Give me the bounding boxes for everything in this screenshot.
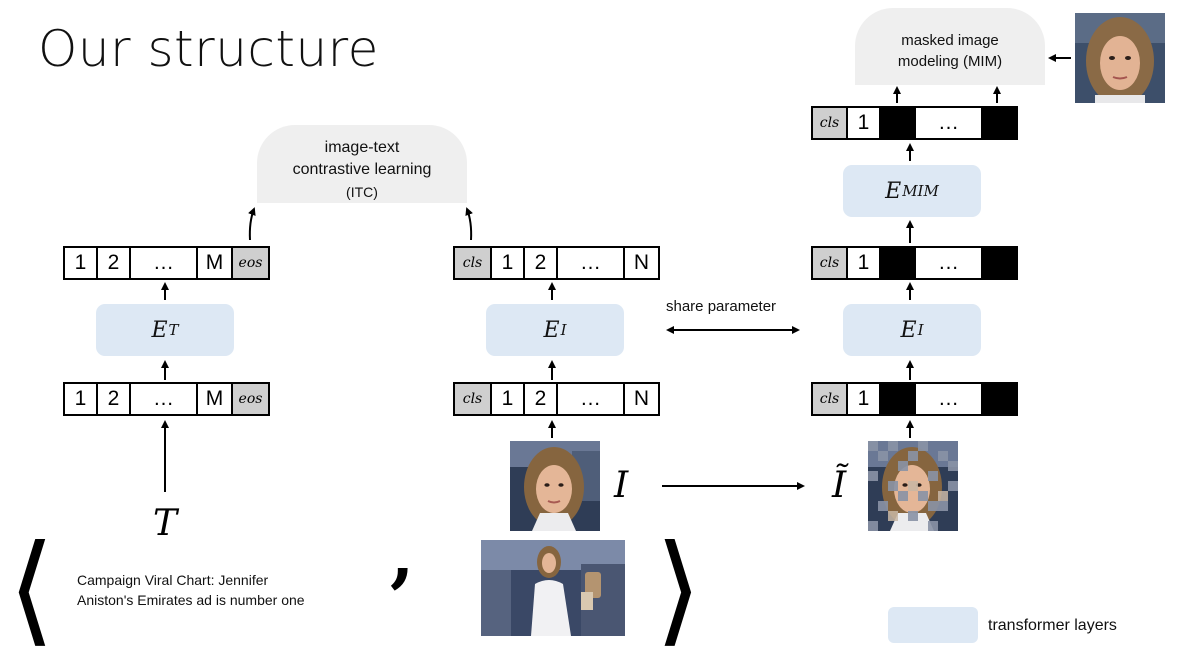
eos-token: eos (233, 248, 268, 278)
text-symbol: T (153, 503, 178, 544)
image-token: 2 (525, 248, 558, 278)
text-token: 2 (98, 248, 131, 278)
text-token: M (198, 384, 233, 414)
masked-token-row-bottom: cls 1 … (811, 382, 1018, 416)
itc-label-line2: contrastive learning (292, 161, 432, 178)
right-angle-bracket: ⟩ (655, 520, 702, 659)
share-parameter-label: share parameter (666, 298, 777, 315)
image-token: N (633, 251, 650, 274)
text-token-ellipsis: … (131, 384, 198, 414)
image-token: 1 (492, 248, 525, 278)
mask-token (881, 108, 916, 138)
mask-token (983, 384, 1016, 414)
image-encoder-subscript: I (560, 321, 567, 339)
masked-token-row-top: cls 1 … (811, 246, 1018, 280)
cls-token: cls (455, 248, 492, 278)
image-token: 2 (525, 384, 558, 414)
eos-token: eos (233, 384, 268, 414)
page-title: Our structure (38, 20, 379, 78)
masked-branch-token-ellipsis: … (916, 108, 983, 138)
text-token: 2 (98, 384, 131, 414)
mim-label-line2: modeling (MIM) (897, 53, 1003, 70)
input-caption: Campaign Viral Chart: Jennifer Aniston's… (77, 570, 305, 610)
shared-encoder-subscript: I (917, 321, 924, 339)
mask-token (881, 248, 916, 278)
image-token-row-bottom: cls 1 2 … N (453, 382, 660, 416)
text-encoder-subscript: T (168, 321, 179, 339)
legend-label: transformer layers (988, 617, 1117, 634)
text-token-row-bottom: 1 2 … M eos (63, 382, 270, 416)
legend-swatch (888, 607, 978, 643)
cls-token: cls (813, 384, 848, 414)
masked-branch-token: 1 (848, 108, 881, 138)
masked-branch-token: 1 (848, 248, 881, 278)
mask-token (983, 108, 1016, 138)
image-symbol: I (614, 465, 629, 506)
text-token: M (198, 248, 233, 278)
text-token-ellipsis: … (131, 248, 198, 278)
arrow (248, 207, 256, 241)
image-token: 1 (492, 384, 525, 414)
itc-label-line3: (ITC) (346, 184, 378, 200)
text-token: 1 (65, 384, 98, 414)
mim-encoder-symbol: E (885, 178, 902, 204)
mask-token (881, 384, 916, 414)
image-token: N (633, 387, 650, 410)
masked-face-image (868, 441, 958, 531)
comma: , (390, 513, 415, 596)
masked-branch-token-ellipsis: … (916, 248, 983, 278)
masked-image-symbol: Ĩ (832, 465, 847, 506)
input-full-image (481, 540, 625, 636)
arrow (465, 207, 473, 241)
itc-label-line1: image-text (324, 139, 400, 156)
mask-token (983, 248, 1016, 278)
mim-output-token-row: cls 1 … (811, 106, 1018, 140)
text-token-row-top: 1 2 … M eos (63, 246, 270, 280)
itc-objective-box: image-text contrastive learning (ITC) (257, 125, 467, 203)
caption-line1: Campaign Viral Chart: Jennifer (77, 572, 269, 588)
mim-objective-box: masked image modeling (MIM) (855, 8, 1045, 85)
mim-label-line1: masked image (901, 32, 999, 49)
shared-encoder-symbol: E (900, 317, 917, 343)
mim-target-face-image (1075, 13, 1165, 103)
image-token-row-top: cls 1 2 … N (453, 246, 660, 280)
mim-encoder-subscript: MIM (902, 182, 939, 200)
masked-branch-token: 1 (848, 384, 881, 414)
text-encoder-symbol: E (151, 317, 168, 343)
cls-token: cls (813, 108, 848, 138)
image-encoder-symbol: E (543, 317, 560, 343)
face-crop-image (510, 441, 600, 531)
cls-token: cls (455, 384, 492, 414)
caption-line2: Aniston's Emirates ad is number one (77, 592, 305, 608)
text-token: 1 (65, 248, 98, 278)
image-token-ellipsis: … (558, 384, 625, 414)
left-angle-bracket: ⟨ (8, 520, 55, 659)
image-token-ellipsis: … (558, 248, 625, 278)
cls-token: cls (813, 248, 848, 278)
masked-branch-token-ellipsis: … (916, 384, 983, 414)
